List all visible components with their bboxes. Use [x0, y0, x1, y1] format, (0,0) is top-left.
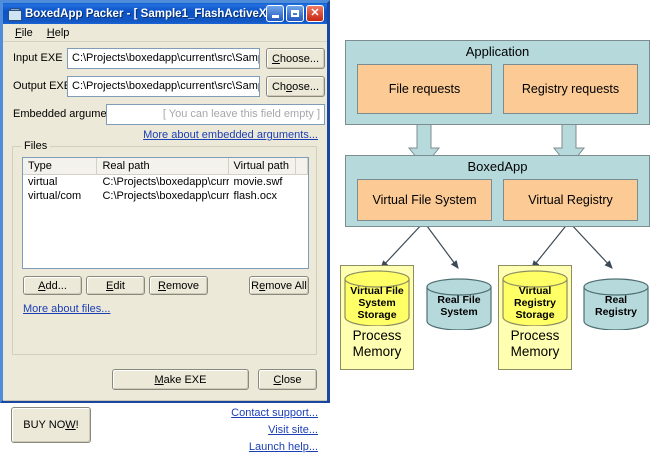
- column-header-type[interactable]: Type: [23, 158, 98, 174]
- column-header-real-path[interactable]: Real path: [97, 158, 229, 174]
- menu-bar: File Help: [3, 24, 327, 42]
- virtual-file-system-storage-cylinder: [344, 270, 410, 326]
- window-title: BoxedApp Packer - [ Sample1_FlashActiveX…: [25, 7, 266, 20]
- column-header-filler: [296, 158, 308, 174]
- application-title: Application: [465, 44, 530, 59]
- files-listview-header: Type Real path Virtual path: [23, 158, 308, 175]
- files-groupbox-title: Files: [21, 140, 51, 152]
- visit-site-link[interactable]: Visit site...: [268, 424, 318, 436]
- cell-virtual-path: movie.swf: [233, 176, 283, 188]
- cell-type: virtual: [28, 176, 58, 188]
- arrow-vfs-to-real-fs: [423, 221, 459, 269]
- input-exe-field[interactable]: C:\Projects\boxedapp\current\src\Samples…: [67, 48, 260, 69]
- output-exe-row: Output EXE C:\Projects\boxedapp\current\…: [11, 76, 325, 98]
- add-file-button[interactable]: Add...: [23, 276, 82, 295]
- contact-support-link[interactable]: Contact support...: [231, 407, 318, 419]
- make-exe-label: Make EXE: [154, 373, 207, 386]
- remove-file-button[interactable]: Remove: [149, 276, 208, 295]
- close-icon[interactable]: ✕: [306, 5, 324, 22]
- output-exe-field[interactable]: C:\Projects\boxedapp\current\src\Samples…: [67, 76, 260, 97]
- footer-links: Contact support... Visit site... Launch …: [231, 405, 318, 456]
- buy-now-button[interactable]: BUY NOW!: [11, 407, 91, 443]
- files-listview[interactable]: Type Real path Virtual path virtual C:\P…: [22, 157, 309, 269]
- file-requests-box: File requests: [357, 64, 492, 114]
- real-file-system-cylinder: [426, 278, 492, 330]
- boxedapp-title: BoxedApp: [467, 159, 528, 174]
- real-registry-cylinder: [583, 278, 649, 330]
- close-button[interactable]: Close: [258, 369, 317, 390]
- boxedapp-packer-window: BoxedApp Packer - [ Sample1_FlashActiveX…: [0, 0, 330, 453]
- menu-item-help[interactable]: Help: [46, 26, 70, 39]
- footer-divider: [3, 400, 327, 401]
- more-about-embedded-arguments-link[interactable]: More about embedded arguments...: [143, 129, 318, 141]
- remove-button-label: Remove: [158, 279, 199, 292]
- embedded-arguments-input[interactable]: [ You can leave this field empty ]: [106, 104, 325, 125]
- input-exe-label: Input EXE: [13, 52, 63, 64]
- table-row[interactable]: virtual/com C:\Projects\boxedapp\curren.…: [23, 189, 308, 203]
- embedded-arguments-label: Embedded arguments: [13, 108, 122, 120]
- input-exe-row: Input EXE C:\Projects\boxedapp\current\s…: [11, 48, 325, 70]
- architecture-diagram: Application File requests Registry reque…: [330, 0, 665, 403]
- cell-real-path: C:\Projects\boxedapp\curren...: [102, 176, 228, 188]
- edit-button-label: Edit: [106, 279, 125, 292]
- virtual-registry-storage-cylinder: [502, 270, 568, 326]
- output-exe-label: Output EXE: [13, 80, 72, 92]
- edit-file-button[interactable]: Edit: [86, 276, 145, 295]
- maximize-button[interactable]: [286, 5, 304, 22]
- input-choose-label: Choose...: [271, 52, 320, 65]
- window-controls: ✕: [266, 5, 325, 22]
- boxedapp-container: BoxedApp Virtual File System Virtual Reg…: [345, 155, 650, 227]
- make-exe-button[interactable]: Make EXE: [112, 369, 249, 390]
- cell-type: virtual/com: [28, 190, 82, 202]
- arrow-vreg-to-virtual-storage: [531, 221, 570, 269]
- files-groupbox: Files Type Real path Virtual path virtua…: [12, 140, 317, 355]
- cell-real-path: C:\Projects\boxedapp\curren...: [102, 190, 228, 202]
- virtual-file-system-box: Virtual File System: [357, 179, 492, 221]
- app-icon: [7, 7, 22, 21]
- close-button-label: Close: [273, 373, 302, 386]
- embedded-arguments-row: Embedded arguments [ You can leave this …: [11, 104, 325, 126]
- table-row[interactable]: virtual C:\Projects\boxedapp\curren... m…: [23, 175, 308, 189]
- input-exe-choose-button[interactable]: Choose...: [266, 48, 325, 69]
- menu-item-file[interactable]: File: [15, 26, 33, 39]
- output-choose-label: Choose...: [271, 80, 320, 93]
- more-about-files-link[interactable]: More about files...: [23, 303, 111, 315]
- output-exe-choose-button[interactable]: Choose...: [266, 76, 325, 97]
- column-header-virtual-path[interactable]: Virtual path: [229, 158, 297, 174]
- arrow-vreg-to-real-registry: [568, 221, 613, 269]
- remove-all-button[interactable]: Remove All: [249, 276, 309, 295]
- virtual-registry-box: Virtual Registry: [503, 179, 638, 221]
- arrow-vfs-to-virtual-storage: [380, 221, 425, 269]
- window-client-area: Input EXE C:\Projects\boxedapp\current\s…: [3, 42, 327, 453]
- registry-requests-box: Registry requests: [503, 64, 638, 114]
- cell-virtual-path: flash.ocx: [233, 190, 277, 202]
- window-frame: BoxedApp Packer - [ Sample1_FlashActiveX…: [0, 0, 330, 453]
- application-container: Application File requests Registry reque…: [345, 40, 650, 125]
- minimize-button[interactable]: [266, 5, 284, 22]
- launch-help-link[interactable]: Launch help...: [248, 441, 318, 453]
- title-bar[interactable]: BoxedApp Packer - [ Sample1_FlashActiveX…: [3, 3, 327, 24]
- remove-all-button-label: Remove All: [251, 279, 307, 292]
- add-button-label: Add...: [38, 279, 67, 292]
- buy-now-label: BUY NOW!: [23, 419, 79, 431]
